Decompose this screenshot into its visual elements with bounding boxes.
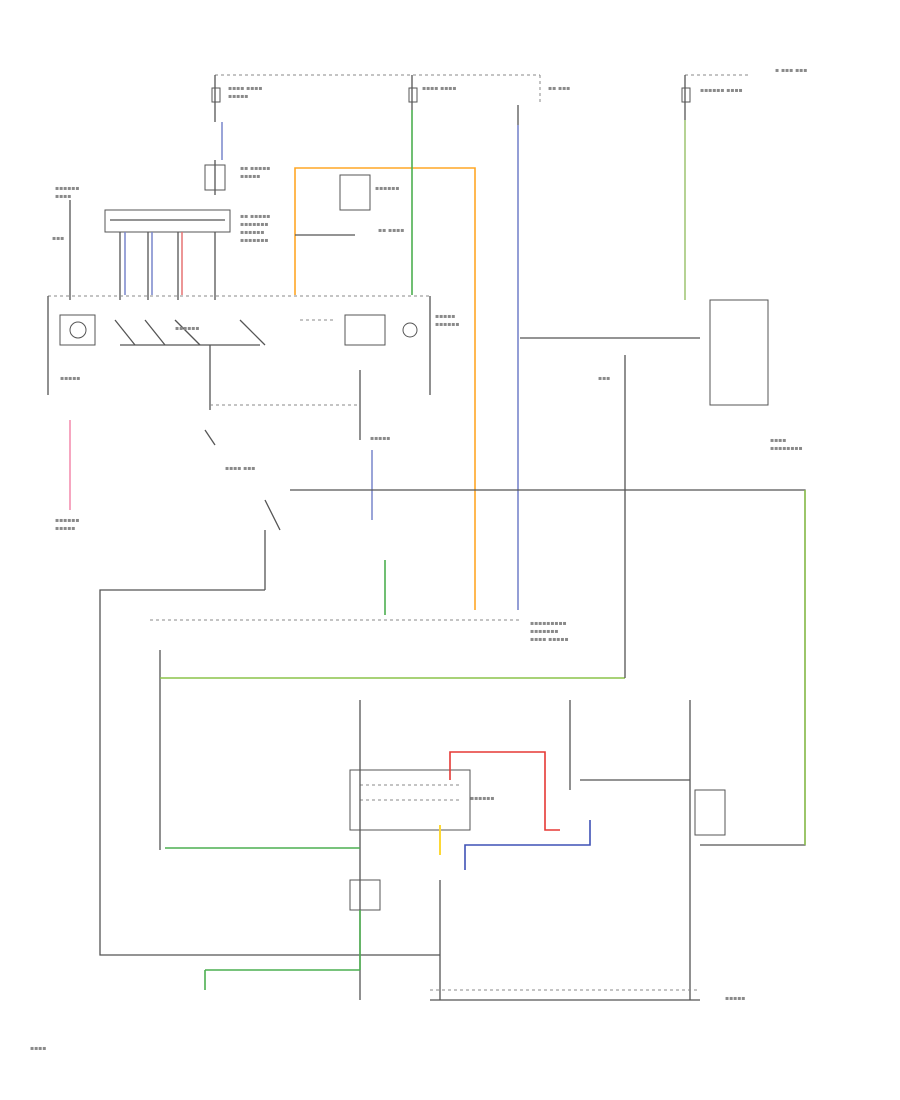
- svg-text:▪▪▪▪ ▪▪▪: ▪▪▪▪ ▪▪▪: [225, 465, 255, 472]
- power-source-left: ▪▪▪▪ ▪▪▪▪ ▪▪▪▪▪: [211, 74, 540, 122]
- power-source-right-fuse: ▪▪ ▪▪▪: [517, 75, 570, 125]
- svg-text:▪▪▪▪▪: ▪▪▪▪▪: [240, 173, 260, 180]
- svg-text:▪▪▪▪ ▪▪▪▪: ▪▪▪▪ ▪▪▪▪: [422, 85, 456, 92]
- svg-text:▪▪▪: ▪▪▪: [598, 375, 610, 382]
- bus-horizontal-1: [290, 489, 806, 846]
- blower-motor-wires: ▪▪ ▪▪▪▪▪ ▪▪▪▪▪: [204, 122, 270, 195]
- thermo-switch: [99, 499, 440, 956]
- svg-text:▪▪▪▪▪▪▪▪: ▪▪▪▪▪▪▪▪: [770, 445, 803, 452]
- svg-text:▪ ▪▪▪ ▪▪▪: ▪ ▪▪▪ ▪▪▪: [775, 67, 807, 74]
- svg-text:▪▪▪▪▪▪▪: ▪▪▪▪▪▪▪: [530, 628, 558, 635]
- svg-text:▪▪▪▪▪▪▪: ▪▪▪▪▪▪▪: [240, 221, 268, 228]
- engine-control-module: ▪▪▪ ▪▪▪▪ ▪▪▪▪▪▪▪▪: [520, 120, 803, 678]
- svg-text:▪▪▪▪▪▪: ▪▪▪▪▪▪: [55, 517, 79, 524]
- ac-switch: ▪▪▪▪ ▪▪▪ ▪▪▪▪▪: [204, 345, 390, 520]
- lower-section: ▪▪▪▪▪: [165, 700, 745, 1002]
- svg-text:▪▪ ▪▪▪▪▪: ▪▪ ▪▪▪▪▪: [240, 165, 270, 172]
- svg-text:▪▪▪▪ ▪▪▪▪▪: ▪▪▪▪ ▪▪▪▪▪: [530, 636, 569, 643]
- svg-text:▪▪ ▪▪▪▪: ▪▪ ▪▪▪▪: [378, 227, 404, 234]
- svg-text:▪▪ ▪▪▪▪▪: ▪▪ ▪▪▪▪▪: [240, 213, 270, 220]
- svg-text:▪▪▪▪▪▪: ▪▪▪▪▪▪: [375, 185, 399, 192]
- ground-left: ▪▪▪▪▪▪ ▪▪▪▪▪: [55, 517, 79, 532]
- relay-center: ▪▪▪▪▪▪ ▪▪ ▪▪▪▪: [295, 174, 404, 236]
- blower-switch: ▪▪▪▪▪▪ ▪▪▪▪▪ ▪▪▪▪▪▪ ▪▪▪▪▪: [47, 295, 459, 395]
- condenser-fan-relay: ▪▪▪▪▪▪: [349, 751, 591, 870]
- svg-text:▪▪▪▪▪▪▪: ▪▪▪▪▪▪▪: [240, 237, 268, 244]
- svg-text:▪▪▪▪▪▪: ▪▪▪▪▪▪: [55, 185, 79, 192]
- svg-text:▪▪▪▪▪▪: ▪▪▪▪▪▪: [435, 321, 459, 328]
- svg-text:▪▪▪▪▪▪: ▪▪▪▪▪▪: [175, 325, 199, 332]
- blower-resistor-outputs: [119, 232, 216, 300]
- svg-text:▪▪▪▪▪: ▪▪▪▪▪: [370, 435, 390, 442]
- power-source-middle: ▪▪▪▪ ▪▪▪▪: [408, 75, 456, 110]
- svg-text:▪▪▪▪▪▪: ▪▪▪▪▪▪: [470, 795, 494, 802]
- svg-text:▪▪▪▪▪▪ ▪▪▪▪: ▪▪▪▪▪▪ ▪▪▪▪: [700, 87, 743, 94]
- connector-row: ▪▪▪▪▪▪▪▪▪ ▪▪▪▪▪▪▪ ▪▪▪▪ ▪▪▪▪▪: [150, 619, 569, 850]
- svg-text:▪▪▪▪▪: ▪▪▪▪▪: [60, 375, 80, 382]
- svg-text:▪▪▪▪▪▪▪▪▪: ▪▪▪▪▪▪▪▪▪: [530, 620, 567, 627]
- svg-text:▪▪▪▪ ▪▪▪▪: ▪▪▪▪ ▪▪▪▪: [228, 85, 262, 92]
- svg-text:▪▪▪▪▪: ▪▪▪▪▪: [725, 995, 745, 1002]
- svg-text:▪▪▪▪▪: ▪▪▪▪▪: [435, 313, 455, 320]
- svg-text:▪▪▪▪: ▪▪▪▪: [55, 193, 71, 200]
- svg-text:▪▪▪: ▪▪▪: [52, 235, 64, 242]
- blower-resistor: ▪▪ ▪▪▪▪▪ ▪▪▪▪▪▪▪ ▪▪▪▪▪▪ ▪▪▪▪▪▪▪: [104, 209, 270, 244]
- svg-text:▪▪▪▪▪▪: ▪▪▪▪▪▪: [240, 229, 264, 236]
- svg-text:▪▪ ▪▪▪: ▪▪ ▪▪▪: [548, 85, 570, 92]
- svg-text:▪▪▪▪▪: ▪▪▪▪▪: [55, 525, 75, 532]
- svg-text:▪▪▪▪▪: ▪▪▪▪▪: [228, 93, 248, 100]
- power-source-far-right: ▪▪▪▪▪▪ ▪▪▪▪ ▪ ▪▪▪ ▪▪▪: [681, 67, 807, 120]
- svg-text:▪▪▪▪: ▪▪▪▪: [770, 437, 786, 444]
- diagram-ref: ▪▪▪▪: [30, 1045, 46, 1052]
- wire-orange: [294, 167, 476, 610]
- fuse-left: ▪▪▪▪▪▪ ▪▪▪▪ ▪▪▪: [52, 185, 79, 300]
